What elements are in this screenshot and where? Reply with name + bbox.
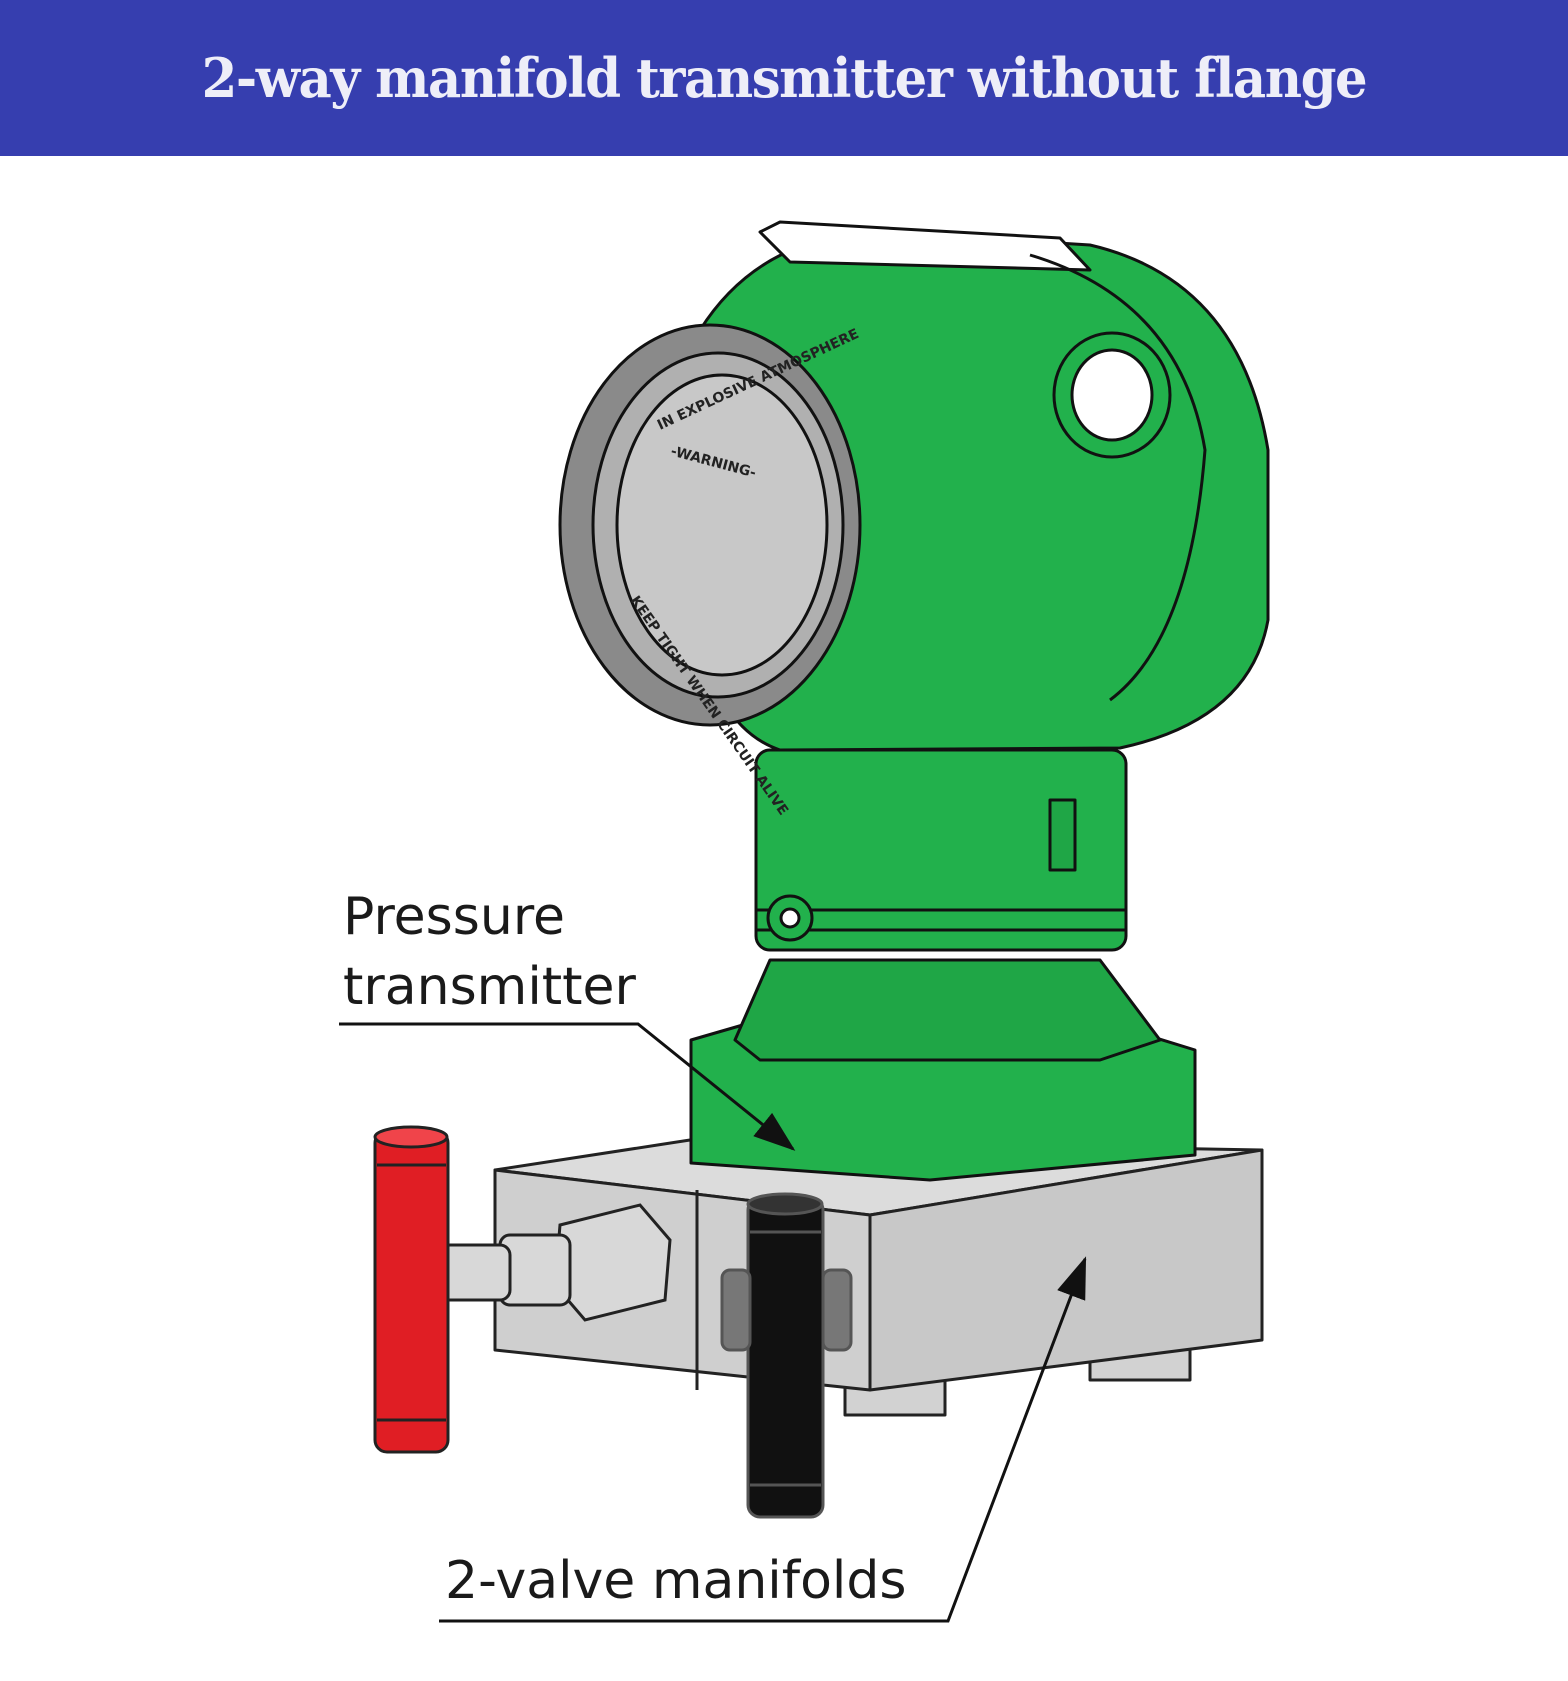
pressure-transmitter-callout: Pressure transmitter: [339, 887, 796, 1151]
title-bar: 2-way manifold transmitter without flang…: [0, 0, 1568, 156]
red-valve-handle[interactable]: [373, 1125, 450, 1454]
manifold-callout: 2-valve manifolds: [439, 1256, 1087, 1623]
pressure-transmitter: [558, 220, 1270, 1182]
manifold-label: 2-valve manifolds: [445, 1551, 906, 1611]
valve-fitting: [438, 1203, 672, 1322]
leader-line: [339, 1022, 796, 1151]
pressure-transmitter-label-line1: Pressure: [343, 887, 565, 947]
page-title: 2-way manifold transmitter without flang…: [201, 46, 1368, 110]
cover-cap: [558, 323, 862, 727]
pressure-transmitter-label-line2: transmitter: [343, 957, 637, 1017]
black-valve-handle[interactable]: [720, 1192, 853, 1519]
leader-line: [439, 1256, 1087, 1623]
